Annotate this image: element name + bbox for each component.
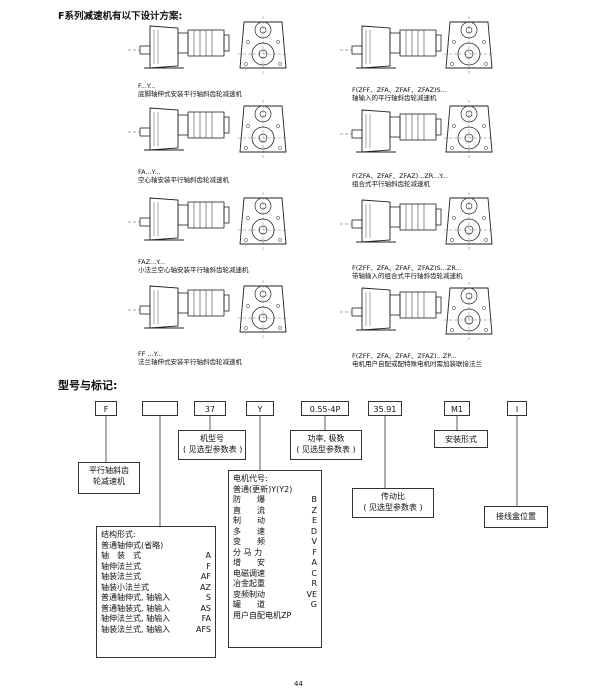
code-row: 轴装法兰式, 轴输入 AFS [101, 625, 211, 636]
code-row-name: 轴伸法兰式 [101, 561, 141, 571]
code-row-name: 变频制动 [233, 589, 265, 599]
code-size: 37 [194, 401, 226, 416]
size-box: 机型号 ( 见选型参数表 ) [178, 430, 246, 460]
code-row-code: V [311, 537, 317, 546]
code-row-name: 直 流 [233, 505, 265, 515]
code-row-code: A [205, 551, 211, 560]
code-row-code: VE [306, 589, 317, 599]
code-row: 轴装法兰式 AF [101, 572, 211, 583]
code-row: 普通轴伸式(省略) [101, 541, 211, 552]
code-row-name: 电磁调速 [233, 568, 265, 578]
code-row-name: 增 安 [233, 558, 265, 567]
scheme-caption: F(ZFF、ZFA、ZFAF、ZFAZ)S...轴输入的平行轴斜齿轮减速机 [352, 86, 447, 102]
code-row-code: S [205, 593, 211, 602]
scheme-caption: F...Y...底脚轴伸式安装平行轴斜齿轮减速机 [138, 82, 242, 98]
code-row-code: C [311, 568, 317, 578]
code-row-name: 轴装小法兰式 [101, 582, 149, 592]
code-row-code: F [312, 547, 317, 557]
code-row-code: E [311, 516, 317, 525]
code-row: 轴装小法兰式 AZ [101, 583, 211, 594]
scheme-caption: F(ZFF、ZFA、ZFAF、ZFAZ)...ZP...电机用户自配或配特殊电机… [352, 352, 482, 368]
scheme-caption: FAZ...Y...小法兰空心轴安装平行轴斜齿轮减速机 [138, 258, 249, 274]
code-row-code: G [310, 600, 317, 609]
model-marking-heading: 型号与标记: [58, 379, 118, 392]
code-row-code: AFS [195, 624, 211, 634]
scheme-caption: FF ...Y...法兰轴伸式安装平行轴斜齿轮减速机 [138, 350, 242, 366]
code-row-name: 轴装法兰式, 轴输入 [101, 624, 171, 634]
series-box: 平行轴斜齿 轮减速机 [78, 462, 140, 494]
motor-code-list: 普通(更新)Y(Y2)防 爆 B 直 流 Z 制 动 E 多 速 D 变 频 V 分 马 力 F 增 安… [233, 485, 317, 622]
code-row-name: 分 马 力 [233, 547, 263, 557]
code-ratio: 35.91 [368, 401, 402, 416]
code-row: 普通轴装式, 轴输入 AS [101, 604, 211, 615]
mount-box: 安装形式 [434, 430, 488, 448]
code-row: 普通轴伸式, 轴输入 S [101, 593, 211, 604]
code-row-name: 用户自配电机ZP [233, 610, 292, 620]
code-row-name: 多 速 [233, 526, 265, 536]
scheme-caption: FA...Y...空心轴安装平行轴斜齿轮减速机 [138, 168, 229, 184]
code-row-code: Z [311, 505, 317, 515]
code-row-code: AS [200, 603, 211, 613]
code-series: F [95, 401, 117, 416]
code-row-code: R [311, 579, 317, 588]
code-row: 用户自配电机ZP [233, 611, 317, 622]
code-row-name: 普通轴装式, 轴输入 [101, 603, 171, 613]
code-row-name: 普通轴伸式, 轴输入 [101, 593, 171, 602]
terminal-box: 接线盒位置 [484, 506, 548, 528]
code-row-name: 制 动 [233, 516, 265, 525]
code-row-name: 普通(更新)Y(Y2) [233, 484, 293, 494]
scheme-caption: F(ZFA、ZFAF、ZFAZ)...ZR...Y...组合式平行轴斜齿轮减速机 [352, 172, 449, 188]
code-row-name: 变 频 [233, 537, 265, 546]
code-structure [142, 401, 178, 416]
code-row-name: 轴装法兰式 [101, 572, 141, 581]
code-row-name: 冶金起重 [233, 579, 265, 588]
code-row: 轴伸法兰式, 轴输入 FA [101, 614, 211, 625]
code-row: 轴伸法兰式 F [101, 562, 211, 573]
code-row-code: A [311, 558, 317, 567]
code-row-name: 普通轴伸式(省略) [101, 540, 164, 550]
code-row: 冶金起重 R [233, 579, 317, 590]
code-power: 0.55-4P [301, 401, 349, 416]
code-row-name: 罐 道 [233, 600, 265, 609]
code-row-code: B [311, 495, 318, 504]
power-box: 功率, 极数 ( 见选型参数表 ) [290, 430, 362, 460]
code-row: 普通(更新)Y(Y2) [233, 485, 317, 496]
code-row-code: FA [201, 614, 211, 623]
code-motor: Y [246, 401, 274, 416]
code-row-name: 防 爆 [233, 495, 265, 504]
design-schemes-heading: F系列减速机有以下设计方案: [58, 11, 183, 22]
code-row-name: 轴伸法兰式, 轴输入 [101, 614, 171, 623]
code-terminal: I [507, 401, 527, 416]
ratio-box: 传动比 ( 见选型参数表 ) [352, 488, 434, 518]
scheme-caption: F(ZFF、ZFA、ZFAF、ZFAZ)S...ZR...带轴输入的组合式平行轴… [352, 264, 463, 280]
code-row-code: AZ [200, 582, 211, 592]
code-row: 电磁调速 C [233, 569, 317, 580]
code-mount: M1 [444, 401, 470, 416]
code-row-name: 轴 装 式 [101, 551, 141, 560]
page-number: 44 [294, 680, 303, 688]
code-row-code: F [206, 561, 211, 571]
code-row-code: D [310, 526, 317, 536]
code-row-code: AF [200, 572, 211, 581]
code-row: 变频制动 VE [233, 590, 317, 601]
